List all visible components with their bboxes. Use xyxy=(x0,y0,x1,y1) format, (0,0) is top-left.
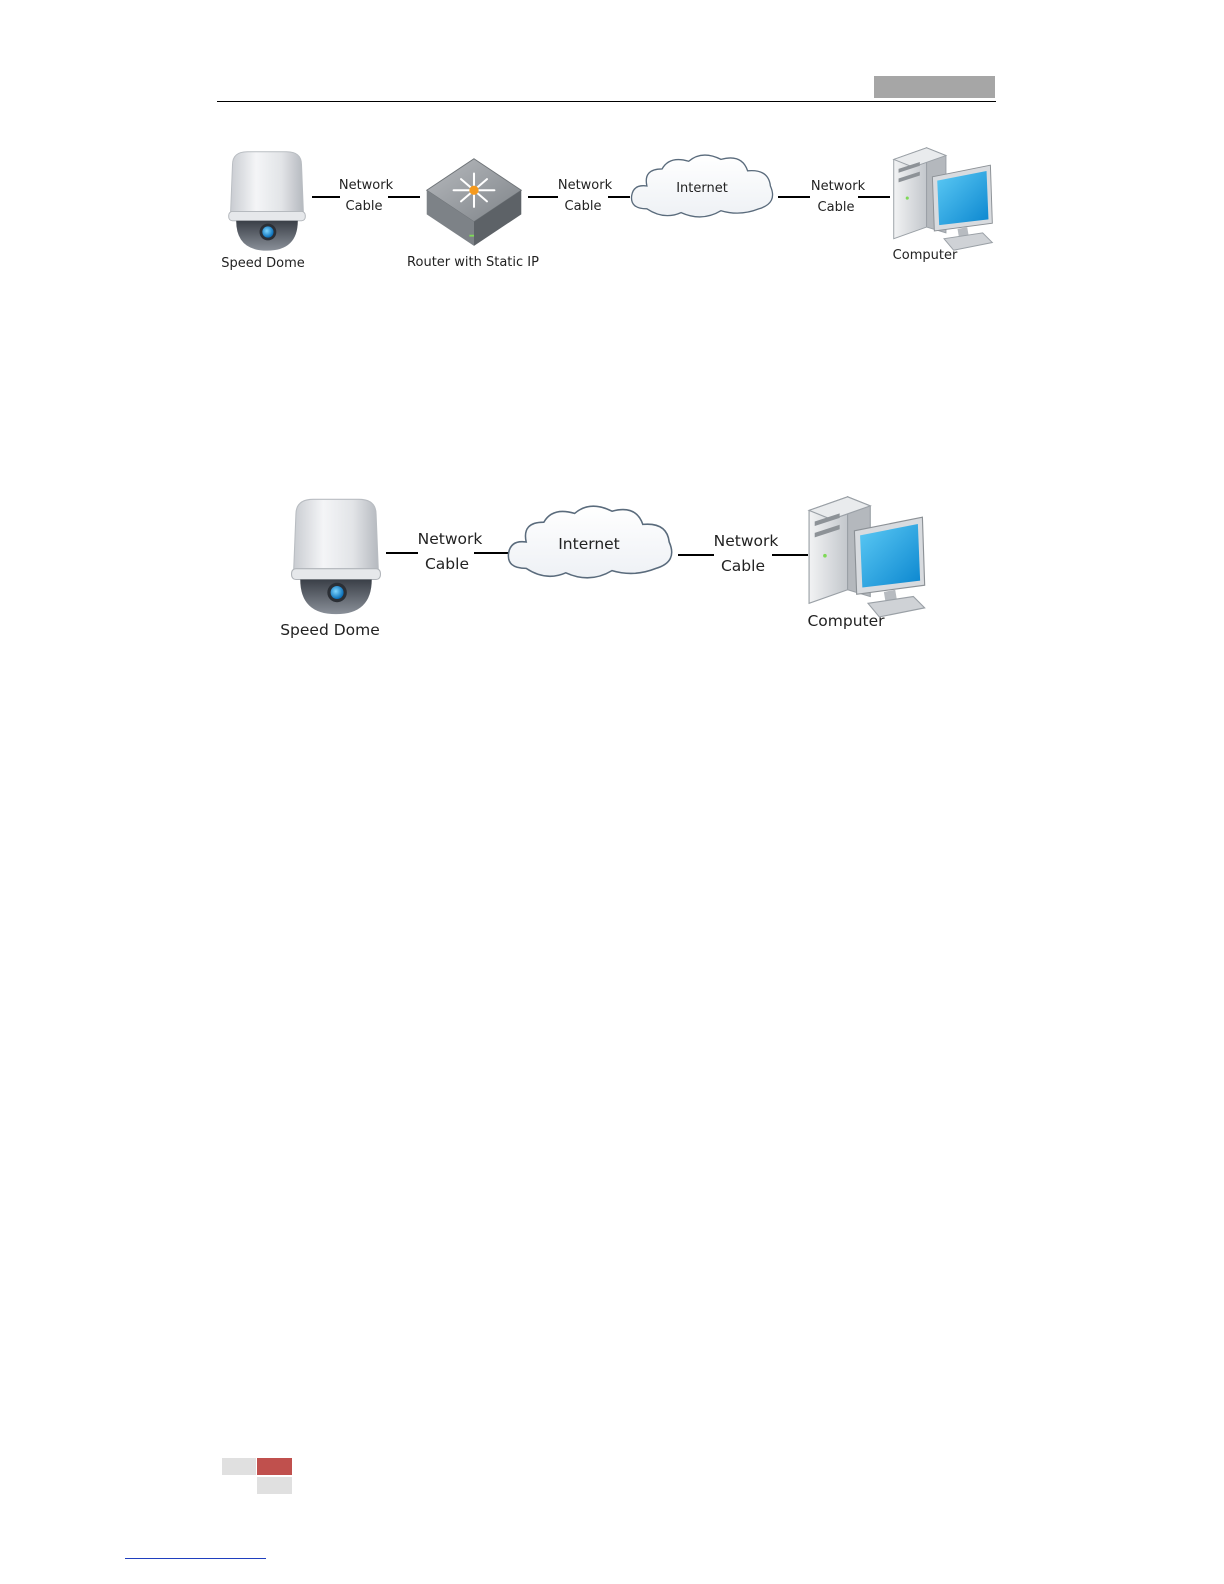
speed-dome-label: Speed Dome xyxy=(270,618,390,643)
computer-label: Computer xyxy=(880,245,970,266)
router-label: Router with Static IP xyxy=(403,252,543,273)
diagram-1-cables xyxy=(0,0,1224,320)
router-icon xyxy=(419,155,529,257)
cable-label-line1: Network xyxy=(708,529,784,554)
cable-label-line1: Network xyxy=(555,175,615,196)
cable-label-line2: Cable xyxy=(414,552,480,577)
cable-label-line2: Cable xyxy=(555,196,611,217)
computer-label: Computer xyxy=(796,609,896,634)
footer-block-gray-lower xyxy=(257,1477,292,1494)
computer-icon xyxy=(886,140,1002,260)
cable-label-line1: Network xyxy=(808,176,868,197)
speed-dome-icon xyxy=(222,148,312,260)
footer-block-gray xyxy=(222,1458,256,1475)
footer-block-red xyxy=(257,1458,292,1475)
cable-label-line2: Cable xyxy=(336,196,392,217)
speed-dome-label: Speed Dome xyxy=(213,253,313,274)
cable-label-line1: Network xyxy=(412,527,488,552)
cable-label-line2: Cable xyxy=(808,197,864,218)
cable-label-line1: Network xyxy=(336,175,396,196)
internet-label: Internet xyxy=(544,532,634,557)
internet-label: Internet xyxy=(662,178,742,199)
computer-icon xyxy=(800,488,936,628)
footer-link-underline xyxy=(125,1558,266,1559)
cable-label-line2: Cable xyxy=(710,554,776,579)
speed-dome-icon xyxy=(282,495,390,625)
